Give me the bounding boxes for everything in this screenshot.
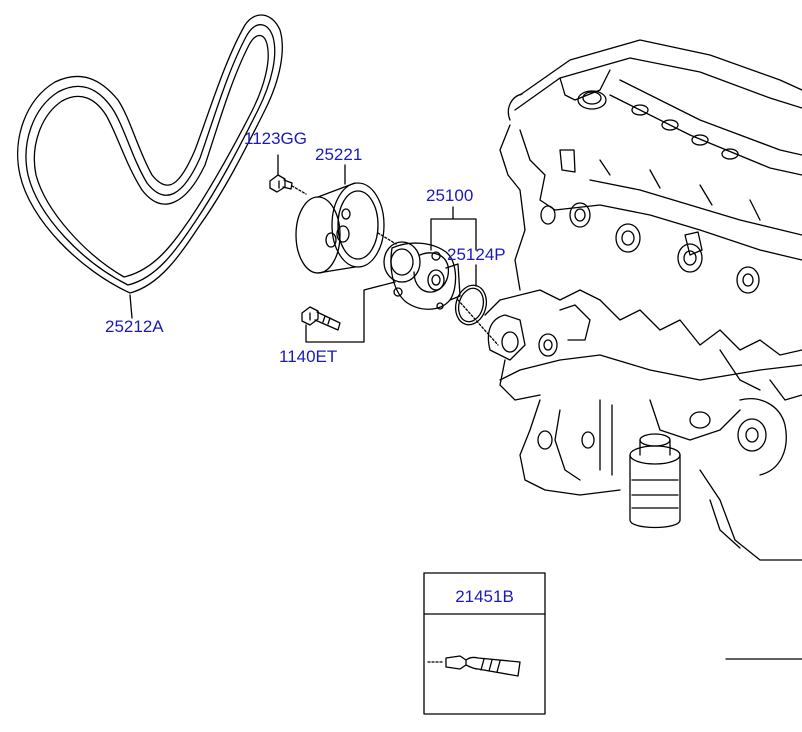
drive-belt[interactable] <box>17 14 283 294</box>
water-pump[interactable] <box>383 241 461 310</box>
sealant-box <box>423 572 546 715</box>
callout-25100[interactable]: 25100 <box>426 186 474 205</box>
engine-block <box>484 39 802 561</box>
leader-belt <box>129 294 133 319</box>
callout-25221[interactable]: 25221 <box>315 145 363 164</box>
callout-25124p[interactable]: 25124P <box>447 245 506 264</box>
gasket[interactable] <box>451 282 490 328</box>
callout-1140et[interactable]: 1140ET <box>279 347 338 366</box>
callout-25212a[interactable]: 25212A <box>105 317 164 336</box>
leader-bolt-bottom <box>305 281 396 343</box>
bolt-1123gg[interactable] <box>269 174 293 193</box>
callout-21451b[interactable]: 21451B <box>455 587 514 606</box>
callout-1123gg[interactable]: 1123GG <box>244 129 308 148</box>
pulley[interactable] <box>295 182 385 274</box>
bolt-1140et[interactable] <box>301 306 341 331</box>
sealant-tube-icon[interactable] <box>427 655 521 677</box>
